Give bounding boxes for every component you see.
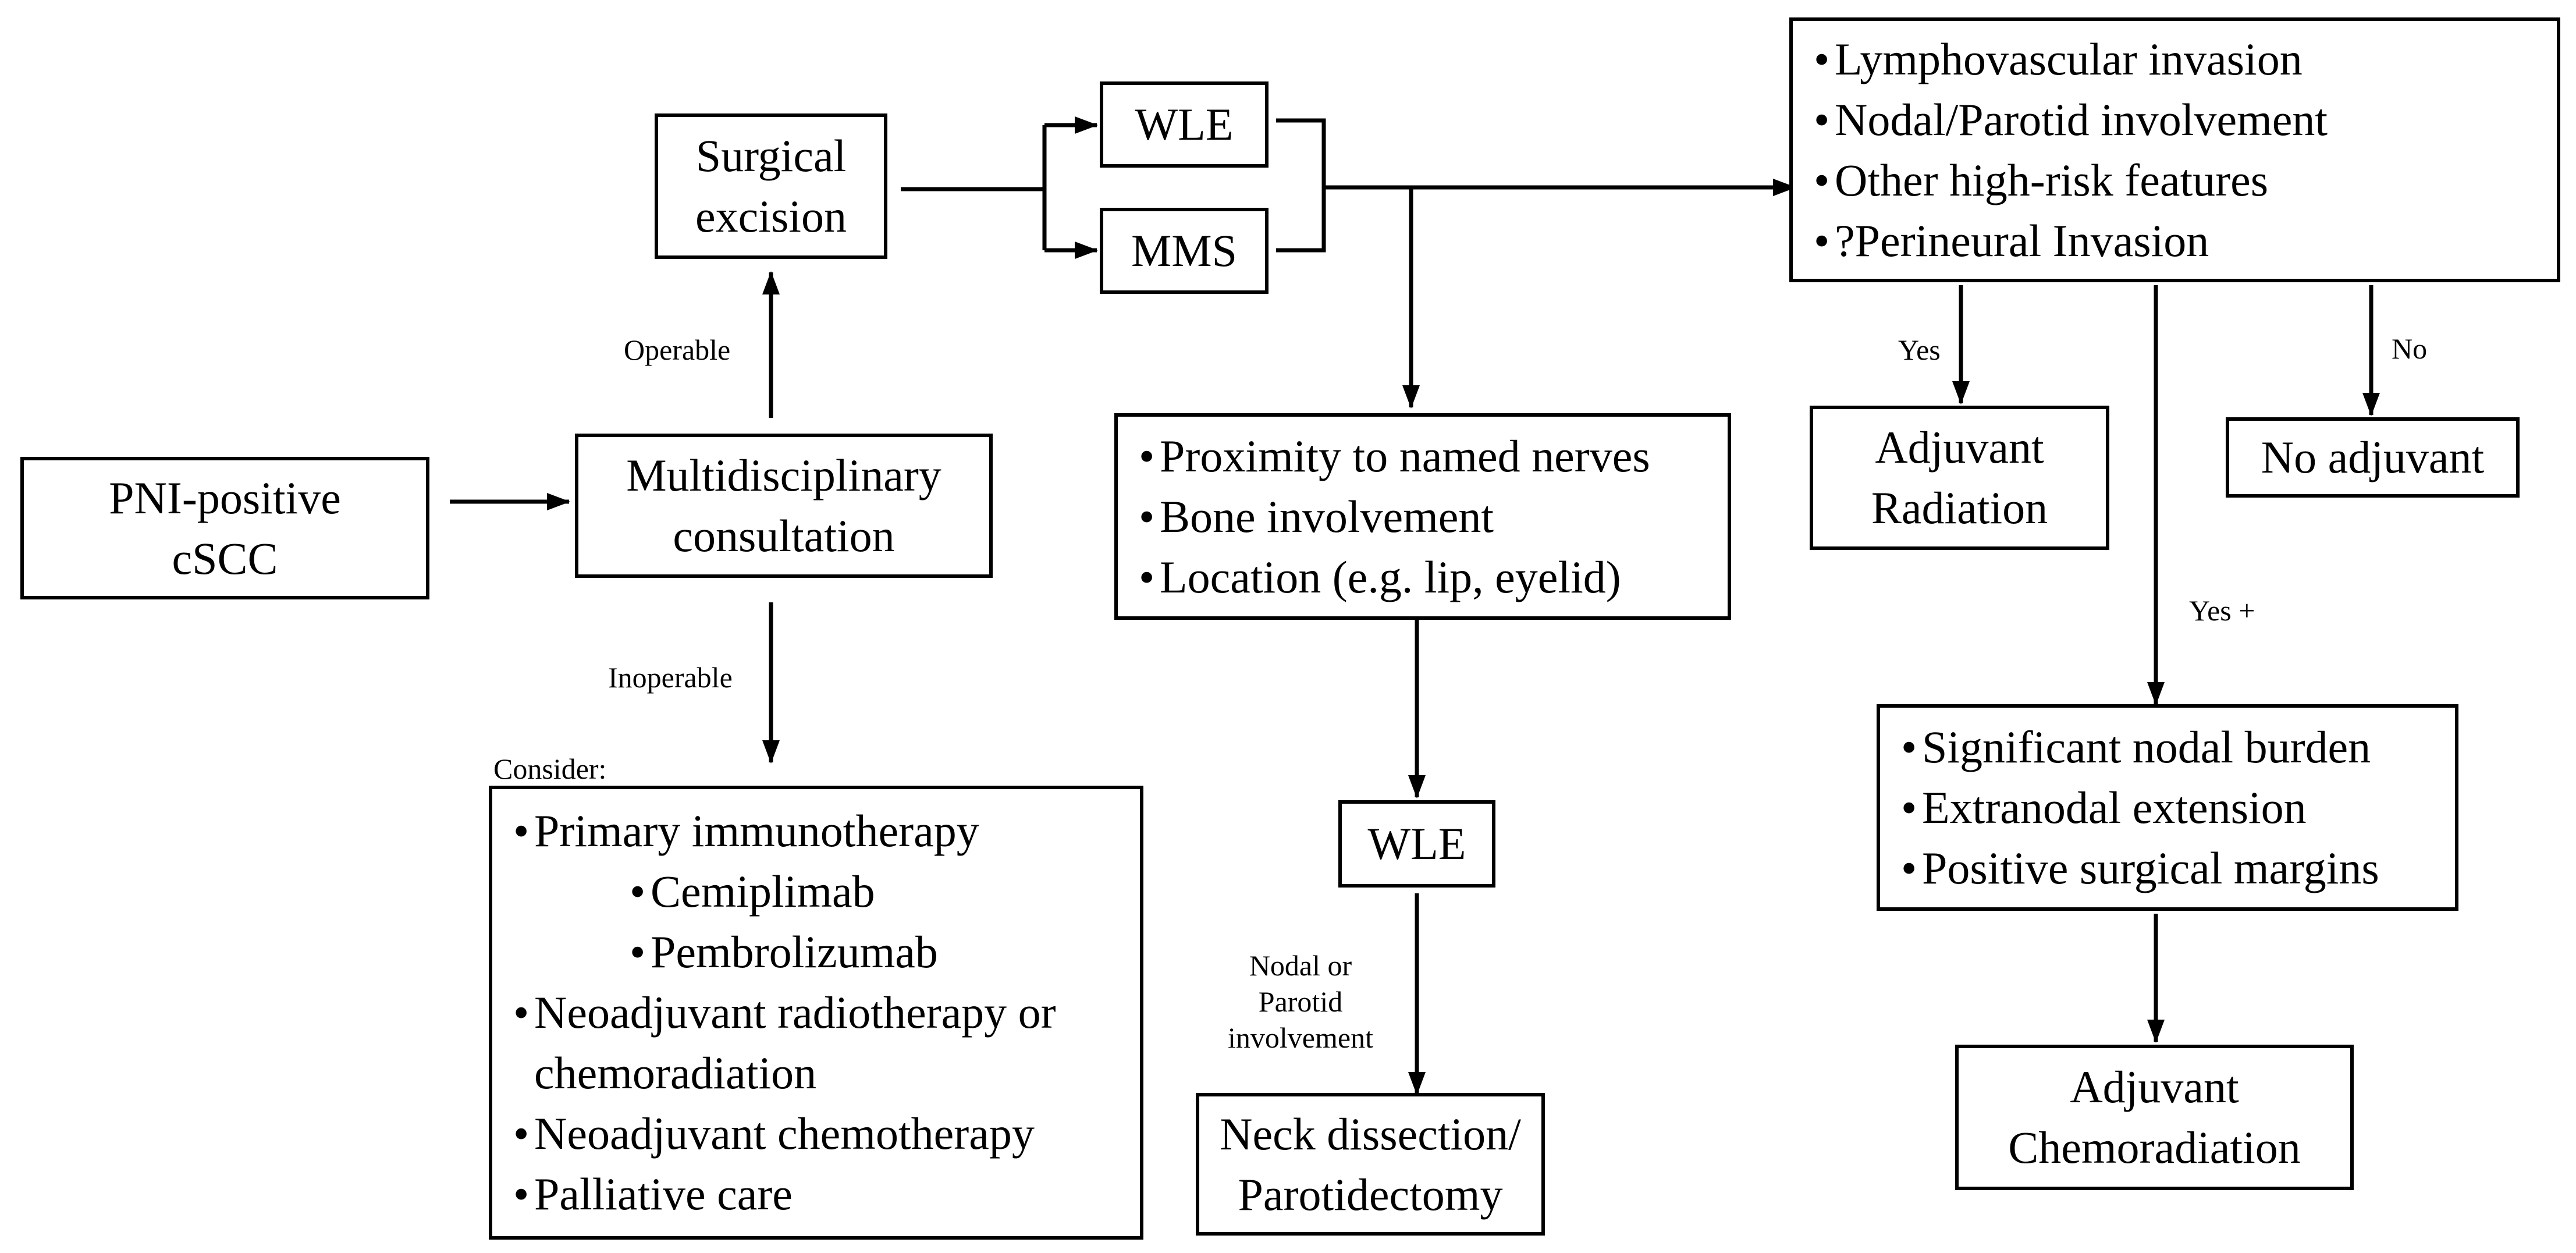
consider-item-neo-chemo: Neoadjuvant chemotherapy: [513, 1103, 1140, 1164]
neck-line-2: Parotidectomy: [1238, 1169, 1503, 1220]
wle-top-box: WLE: [1100, 81, 1269, 168]
multi-line-2: consultation: [673, 510, 895, 561]
risk-item: Nodal/Parotid involvement: [1814, 90, 2557, 150]
neck-dissection-box: Neck dissection/ Parotidectomy: [1196, 1093, 1545, 1236]
wle-top-label: WLE: [1135, 99, 1234, 150]
adj-chemo-line-2: Chemoradiation: [2008, 1122, 2301, 1173]
label-no: No: [2392, 332, 2428, 365]
consider-options-box: Primary immunotherapy Cemiplimab Pembrol…: [489, 786, 1143, 1240]
burden-item: Positive surgical margins: [1901, 838, 2455, 899]
nerve-item: Location (e.g. lip, eyelid): [1139, 547, 1728, 608]
label-yes-plus: Yes +: [2189, 594, 2255, 627]
label-consider: Consider:: [493, 752, 607, 785]
nerve-item: Bone involvement: [1139, 487, 1728, 547]
neck-line-1: Neck dissection/: [1220, 1108, 1521, 1159]
consider-item-neo-rt: Neoadjuvant radiotherapy or: [513, 982, 1140, 1043]
high-burden-box: Significant nodal burden Extranodal exte…: [1877, 704, 2458, 911]
adj-rad-line-1: Adjuvant: [1875, 422, 2044, 473]
consider-item-palliative: Palliative care: [513, 1164, 1140, 1224]
consider-subitem-pembrolizumab: Pembrolizumab: [513, 922, 1140, 982]
pni-line-2: cSCC: [172, 533, 278, 584]
risk-features-box: Lymphovascular invasion Nodal/Parotid in…: [1789, 17, 2560, 282]
multi-line-1: Multidisciplinary: [626, 450, 941, 501]
pni-line-1: PNI-positive: [109, 472, 341, 523]
label-nodal-line-2: Parotid: [1258, 985, 1343, 1018]
adj-chemo-line-1: Adjuvant: [2070, 1062, 2239, 1112]
label-inoperable: Inoperable: [608, 661, 733, 694]
no-adjuvant-label: No adjuvant: [2261, 432, 2485, 482]
surgical-line-2: excision: [695, 191, 847, 242]
risk-item: Lymphovascular invasion: [1814, 29, 2557, 90]
risk-item: ?Perineural Invasion: [1814, 211, 2557, 271]
label-yes: Yes: [1898, 333, 1941, 366]
no-adjuvant-box: No adjuvant: [2226, 417, 2520, 498]
multidisciplinary-consultation-box: Multidisciplinary consultation: [575, 434, 993, 578]
wle-mid-box: WLE: [1338, 800, 1495, 888]
nerve-item: Proximity to named nerves: [1139, 426, 1728, 487]
risk-item: Other high-risk features: [1814, 150, 2557, 211]
label-operable: Operable: [624, 333, 731, 366]
mms-label: MMS: [1131, 225, 1238, 276]
burden-item: Extranodal extension: [1901, 778, 2455, 838]
surgical-excision-box: Surgical excision: [655, 113, 887, 259]
adjuvant-chemoradiation-box: Adjuvant Chemoradiation: [1955, 1045, 2354, 1190]
label-nodal-line-1: Nodal or: [1249, 949, 1352, 982]
wle-mid-label: WLE: [1367, 818, 1466, 869]
merge-bracket: [1276, 118, 1326, 253]
consider-item-primary: Primary immunotherapy: [513, 801, 1140, 861]
burden-item: Significant nodal burden: [1901, 717, 2455, 778]
adjuvant-radiation-box: Adjuvant Radiation: [1810, 406, 2109, 550]
consider-item-neo-rt-cont: chemoradiation: [534, 1048, 817, 1098]
nerve-features-box: Proximity to named nerves Bone involveme…: [1114, 413, 1731, 620]
label-nodal-parotid: Nodal or Parotid involvement: [1204, 947, 1397, 1056]
adj-rad-line-2: Radiation: [1871, 482, 2048, 533]
label-nodal-line-3: involvement: [1228, 1021, 1373, 1054]
pni-positive-cscc-box: PNI-positive cSCC: [20, 457, 429, 599]
mms-box: MMS: [1100, 208, 1269, 294]
consider-subitem-cemiplimab: Cemiplimab: [513, 861, 1140, 922]
surgical-line-1: Surgical: [695, 130, 847, 181]
